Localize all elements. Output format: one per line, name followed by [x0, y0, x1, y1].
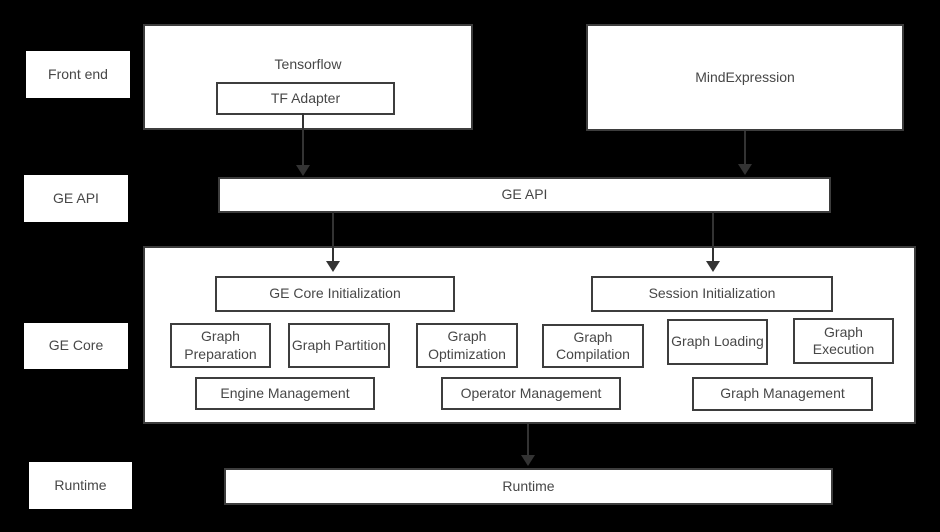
- engine-management-box: Engine Management: [195, 377, 375, 410]
- arrow-ge-core-to-runtime: [521, 424, 535, 466]
- row-label-ge-core: GE Core: [24, 323, 128, 369]
- operator-management-box: Operator Management: [441, 377, 621, 410]
- graph-management-box: Graph Management: [692, 377, 873, 411]
- row-label-ge-api: GE API: [24, 175, 128, 222]
- arrow-tf-adapter-to-ge-api: [296, 113, 310, 176]
- graph-preparation-box: Graph Preparation: [170, 323, 271, 368]
- ge-api-box: GE API: [218, 177, 831, 213]
- ge-core-initialization-box: GE Core Initialization: [215, 276, 455, 312]
- arrow-ge-api-to-session-initialization: [706, 212, 720, 272]
- arrow-mindexpression-to-ge-api: [738, 131, 752, 175]
- ge-core-container: GE Core Initialization Session Initializ…: [143, 246, 916, 424]
- row-label-front-end: Front end: [26, 51, 130, 98]
- mindexpression-box: MindExpression: [586, 24, 904, 131]
- graph-partition-box: Graph Partition: [288, 323, 390, 368]
- arrow-ge-api-to-ge-core-initialization: [326, 212, 340, 272]
- runtime-box: Runtime: [224, 468, 833, 505]
- graph-optimization-box: Graph Optimization: [416, 323, 518, 368]
- session-initialization-box: Session Initialization: [591, 276, 833, 312]
- tensorflow-box: Tensorflow TF Adapter: [143, 24, 473, 130]
- graph-loading-box: Graph Loading: [667, 319, 768, 365]
- graph-compilation-box: Graph Compilation: [542, 324, 644, 368]
- tensorflow-label: Tensorflow: [274, 56, 342, 72]
- graph-execution-box: Graph Execution: [793, 318, 894, 364]
- tf-adapter-box: TF Adapter: [216, 82, 395, 115]
- row-label-runtime: Runtime: [29, 462, 132, 509]
